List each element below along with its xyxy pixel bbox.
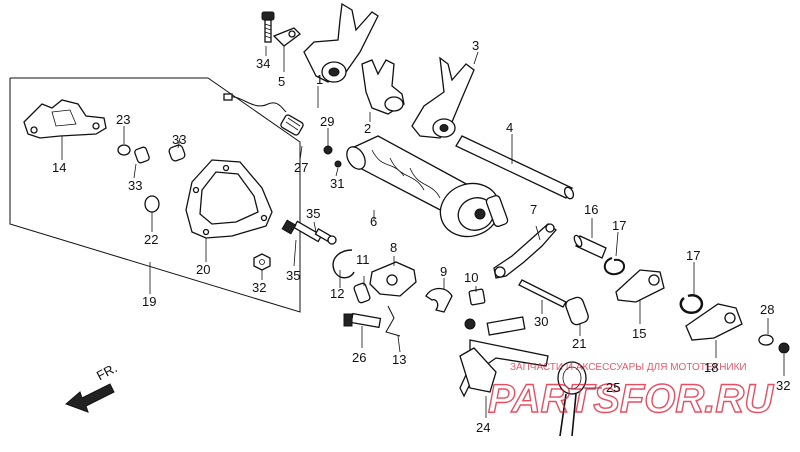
callout-25: 25 (606, 380, 620, 395)
drum-center-8-11 (353, 261, 417, 304)
neutral-switch-27 (223, 93, 342, 168)
dowel-30-collar-21 (518, 279, 589, 326)
watermark-big: PARTSFOR.RU (488, 377, 774, 421)
callout-12: 12 (330, 286, 344, 301)
callout-1: 1 (316, 72, 323, 87)
direction-label: FR. (94, 360, 120, 383)
callout-22: 22 (144, 232, 158, 247)
shift-spindle-24 (459, 316, 549, 398)
callout-4: 4 (506, 120, 513, 135)
shift-fork-3 (411, 56, 475, 139)
bracket-plate-14 (23, 99, 107, 139)
callout-10: 10 (464, 270, 478, 285)
callout-17a: 17 (612, 218, 626, 233)
bolt-34-washer-5 (261, 11, 301, 47)
callout-7: 7 (530, 202, 537, 217)
callout-35a: 35 (306, 206, 320, 221)
callout-28: 28 (760, 302, 774, 317)
callout-31: 31 (330, 176, 344, 191)
plate-9 (425, 287, 453, 313)
callout-15: 15 (632, 326, 646, 341)
callout-14: 14 (52, 160, 66, 175)
fork-shaft-4 (455, 135, 575, 200)
callout-5: 5 (278, 74, 285, 89)
callout-33b: 33 (172, 132, 186, 147)
nut-32-left (253, 253, 271, 271)
washer-28-nut-32 (758, 334, 790, 354)
shift-shaft-parts (573, 234, 743, 341)
callout-6: 6 (370, 214, 377, 229)
small-parts-left (117, 144, 186, 213)
circlip-12 (332, 249, 355, 279)
callout-21: 21 (572, 336, 586, 351)
stopper-arm-7 (493, 223, 557, 279)
callout-23: 23 (116, 112, 130, 127)
leader-lines (61, 46, 785, 418)
shift-fork-1 (303, 2, 379, 83)
watermark: ЗАПЧАСТИ И АКСЕССУАРЫ ДЛЯ МОТОТЕХНИКИ PA… (487, 362, 775, 422)
callout-20: 20 (196, 262, 210, 277)
callout-18: 18 (704, 360, 718, 375)
callout-24: 24 (476, 420, 490, 435)
callout-11: 11 (356, 252, 370, 267)
pin-10 (468, 288, 486, 306)
callout-13: 13 (392, 352, 406, 367)
bolts-35 (281, 219, 337, 245)
callout-16: 16 (584, 202, 598, 217)
shift-drum-6 (346, 135, 509, 238)
watermark-small: ЗАПЧАСТИ И АКСЕССУАРЫ ДЛЯ МОТОТЕХНИКИ (510, 362, 747, 373)
return-spring-25 (557, 361, 587, 437)
callout-32b: 32 (776, 378, 790, 393)
gasket-20 (185, 159, 273, 239)
callout-numbers: 1 2 3 4 5 6 7 8 9 10 11 12 13 14 15 16 1… (52, 38, 790, 435)
callout-35b: 35 (286, 268, 300, 283)
bolt-26-spring-13 (343, 305, 401, 337)
callout-19: 19 (142, 294, 156, 309)
callout-17b: 17 (686, 248, 700, 263)
callout-26: 26 (352, 350, 366, 365)
callout-2: 2 (364, 121, 371, 136)
callout-30: 30 (534, 314, 548, 329)
front-direction-arrow: FR. (65, 360, 120, 413)
callout-9: 9 (440, 264, 447, 279)
callout-33a: 33 (128, 178, 142, 193)
callout-8: 8 (390, 240, 397, 255)
callout-34: 34 (256, 56, 270, 71)
callout-32a: 32 (252, 280, 266, 295)
callout-29: 29 (320, 114, 334, 129)
callout-27: 27 (294, 160, 308, 175)
callout-3: 3 (472, 38, 479, 53)
shift-fork-2 (361, 59, 405, 115)
